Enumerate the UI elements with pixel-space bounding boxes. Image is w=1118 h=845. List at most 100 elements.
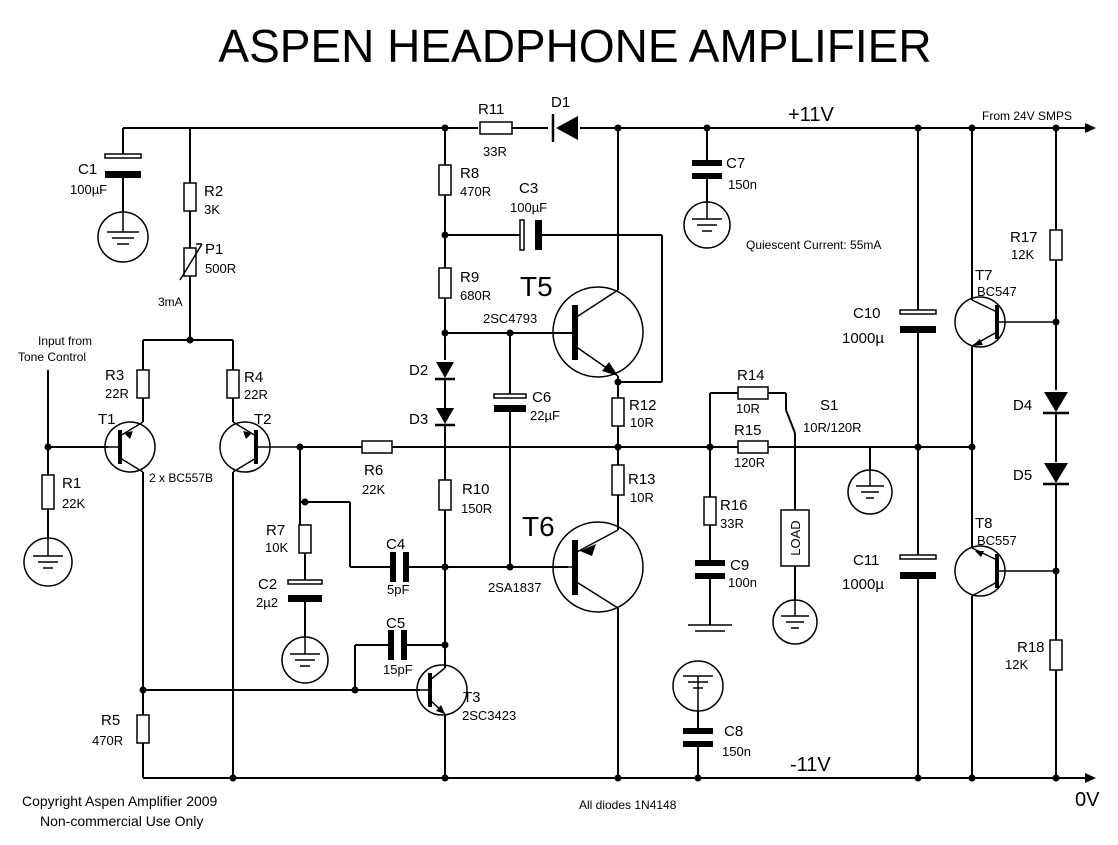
junction-dot xyxy=(186,336,194,344)
t7-transistor xyxy=(954,296,1056,348)
c7-capacitor xyxy=(692,128,722,202)
r16-resistor xyxy=(703,447,717,560)
r11-value: 33R xyxy=(483,144,507,159)
r5-name: R5 xyxy=(101,712,120,729)
junction-dot xyxy=(703,124,711,132)
t5-transistor xyxy=(552,286,644,378)
c3-value: 100µF xyxy=(510,200,547,215)
r16-name: R16 xyxy=(720,497,748,514)
t2-name: T2 xyxy=(254,411,272,428)
r15-resistor xyxy=(737,440,769,454)
p1-name: P1 xyxy=(205,241,223,258)
c6-name: C6 xyxy=(532,389,551,406)
t1-name: T1 xyxy=(98,411,116,428)
c7-name: C7 xyxy=(726,155,745,172)
r2-value: 3K xyxy=(204,202,220,217)
r8-name: R8 xyxy=(460,165,479,182)
junction-dot xyxy=(914,774,922,782)
r9-value: 680R xyxy=(460,288,491,303)
negative-rail xyxy=(143,773,1096,783)
d4-name: D4 xyxy=(1013,397,1032,414)
quiescent-note: Quiescent Current: 55mA xyxy=(746,238,881,252)
c10-value: 1000µ xyxy=(842,330,884,347)
s1-switch xyxy=(785,409,796,510)
c8-name: C8 xyxy=(724,723,743,740)
r4-value: 22R xyxy=(244,387,268,402)
c8-capacitor xyxy=(683,711,713,778)
r13-resistor xyxy=(611,464,625,530)
t2-transistor xyxy=(219,421,300,473)
t8-name: T8 xyxy=(975,515,993,532)
r10-resistor xyxy=(438,479,452,668)
c5-capacitor xyxy=(354,630,445,690)
r13-value: 10R xyxy=(630,490,654,505)
junction-dot xyxy=(506,563,514,571)
t3-transistor xyxy=(416,664,468,716)
pair-label: 2 x BC557B xyxy=(149,471,213,485)
r9-resistor xyxy=(438,267,452,360)
r6-name: R6 xyxy=(364,462,383,479)
r15-name: R15 xyxy=(734,422,762,439)
d3-diode xyxy=(435,408,455,427)
p1-potentiometer xyxy=(179,243,203,340)
r5-value: 470R xyxy=(92,733,123,748)
d1-name: D1 xyxy=(551,94,570,111)
d5-diode xyxy=(1043,463,1069,640)
diodes-note: All diodes 1N4148 xyxy=(579,798,677,812)
c2-capacitor xyxy=(287,579,323,638)
c3-capacitor xyxy=(445,219,663,383)
d2-diode xyxy=(435,362,455,381)
c11-value: 1000µ xyxy=(842,576,884,593)
c9-capacitor xyxy=(688,560,732,632)
t1-transistor xyxy=(104,421,156,473)
c9-name: C9 xyxy=(730,557,749,574)
r6-resistor xyxy=(361,440,795,454)
c5-name: C5 xyxy=(386,615,405,632)
input-label-line2: Tone Control xyxy=(18,350,86,364)
r14-value: 10R xyxy=(736,401,760,416)
c5-value: 15pF xyxy=(383,662,413,677)
r12-name: R12 xyxy=(629,397,657,414)
c1-capacitor xyxy=(104,128,142,212)
junction-dot xyxy=(441,563,449,571)
r7-value: 10K xyxy=(265,540,288,555)
r11-resistor xyxy=(479,121,513,135)
input-terminal xyxy=(44,370,108,475)
c6-capacitor xyxy=(493,333,527,567)
r12-resistor xyxy=(611,376,625,465)
r10-name: R10 xyxy=(462,481,490,498)
r8-resistor xyxy=(438,128,452,268)
junction-dot xyxy=(441,774,449,782)
r18-resistor xyxy=(1049,639,1063,778)
c10-capacitor xyxy=(899,128,937,555)
r7-resistor xyxy=(298,524,312,580)
c1-value: 100µF xyxy=(70,182,107,197)
ground-symbol xyxy=(23,537,73,587)
t7-name: T7 xyxy=(975,267,993,284)
r2-resistor xyxy=(183,128,197,248)
d5-name: D5 xyxy=(1013,467,1032,484)
ground-symbol xyxy=(97,211,149,263)
load-label: LOAD xyxy=(788,520,803,555)
junction-dot xyxy=(351,686,359,694)
t8-part: BC557 xyxy=(977,533,1017,548)
junction-dot xyxy=(614,378,622,386)
junction-dot xyxy=(229,774,237,782)
r12-value: 10R xyxy=(630,415,654,430)
r1-value: 22K xyxy=(62,496,85,511)
c2-value: 2µ2 xyxy=(256,595,278,610)
r5-resistor xyxy=(136,690,150,778)
t6-transistor xyxy=(552,521,644,613)
c11-capacitor xyxy=(899,554,937,778)
junction-dot xyxy=(614,443,622,451)
junction-dot xyxy=(1052,567,1060,575)
schematic-title: ASPEN HEADPHONE AMPLIFIER xyxy=(218,20,931,72)
load-box xyxy=(780,509,810,600)
positive-rail-label: +11V xyxy=(788,104,834,126)
t3-part: 2SC3423 xyxy=(462,708,516,723)
junction-dot xyxy=(614,774,622,782)
d1-diode xyxy=(551,114,578,142)
t7-part: BC547 xyxy=(977,284,1017,299)
junction-dot xyxy=(1052,124,1060,132)
r13-name: R13 xyxy=(628,471,656,488)
